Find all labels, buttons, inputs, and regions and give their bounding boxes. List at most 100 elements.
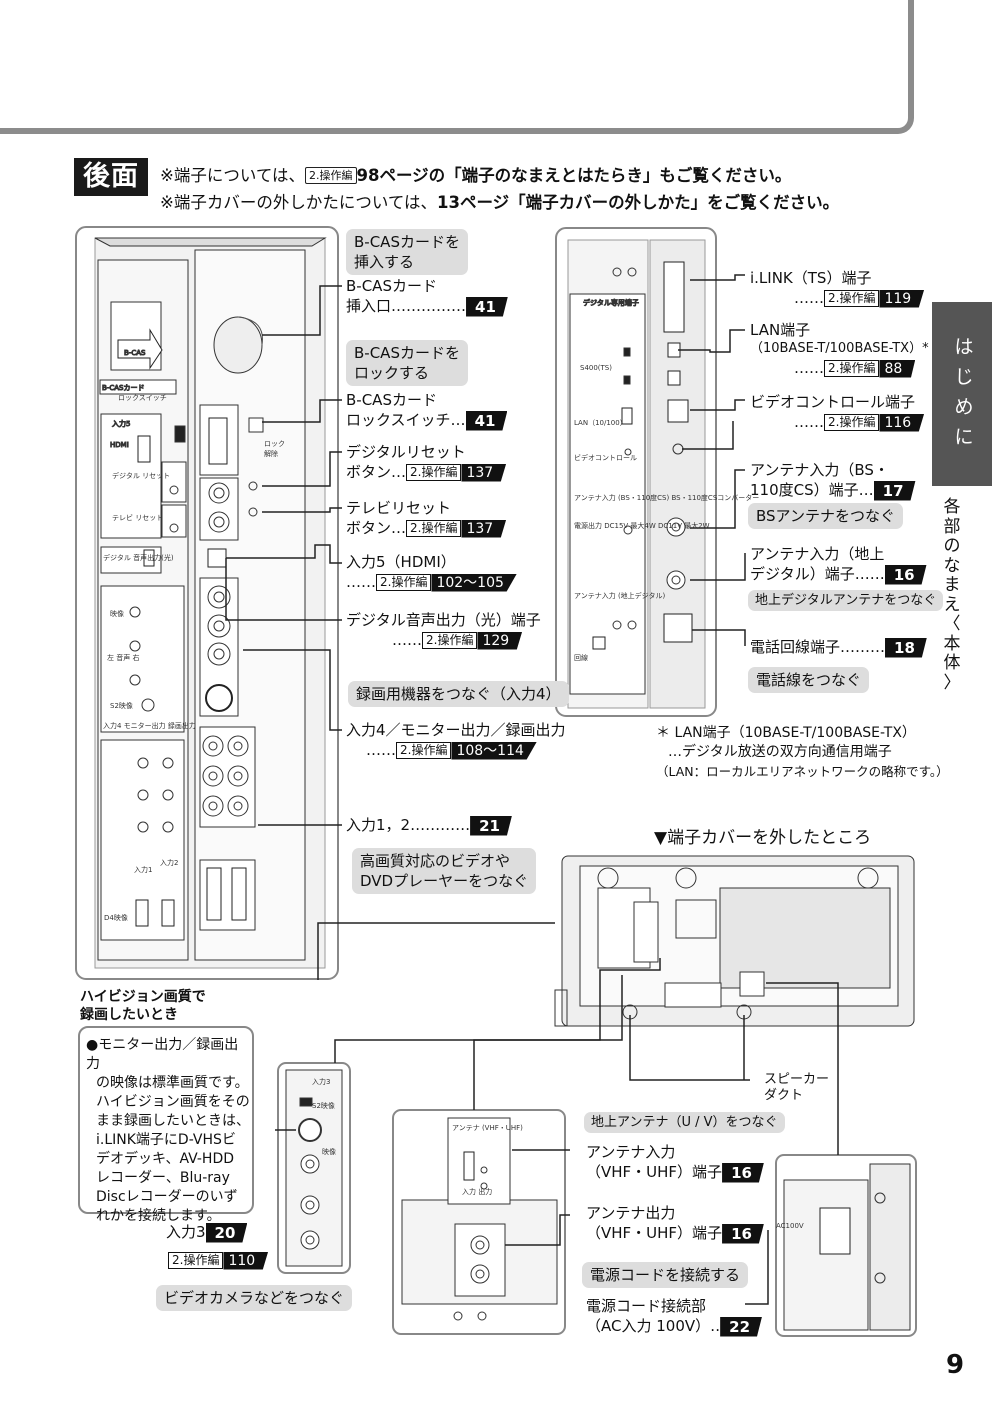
section-side-label: 各部のなまえ〈本体〉 xyxy=(943,497,961,693)
top-frame xyxy=(0,0,914,134)
input2-text: 入力2 xyxy=(160,858,178,867)
bcas-lock-tag: B-CASカードを ロックする xyxy=(346,340,468,386)
page-number-badge: 41 xyxy=(466,296,508,317)
input5-text: 入力5 xyxy=(112,419,130,428)
chapter-tab[interactable]: はじめに xyxy=(932,302,992,486)
phone-tag: 電話線をつなぐ xyxy=(748,667,870,693)
input3-device-text: 入力3 xyxy=(312,1077,330,1086)
hivision-box: ●モニター出力／録画出力 の映像は標準画質です。 ハイビジョン画質をその まま録… xyxy=(78,1026,254,1224)
page-number: 9 xyxy=(946,1350,965,1380)
d4-video-text: D4映像 xyxy=(104,913,128,922)
page-number-badge: 18 xyxy=(885,637,927,658)
ac100-text: AC100V xyxy=(776,1222,804,1230)
input3-device xyxy=(285,1069,343,1267)
s400-text: S400(TS) xyxy=(580,364,612,372)
camera-tag: ビデオカメラなどをつなぐ xyxy=(156,1285,353,1311)
section-title: 後面 xyxy=(74,158,148,196)
digital-reset-text: デジタル リセット xyxy=(112,471,170,480)
page-number-badge: 16 xyxy=(722,1162,764,1183)
antenna-terr-label: アンテナ入力（地上 デジタル）端子……16 xyxy=(750,544,927,585)
recorder-tag: 録画用機器をつなぐ（入力4） xyxy=(348,681,569,707)
bs-antenna-tag: BSアンテナをつなぐ xyxy=(748,503,903,529)
tv-reset-text: テレビ リセット xyxy=(112,513,163,522)
antenna-bs-label: アンテナ入力（BS・ 110度CS）端子…17 xyxy=(750,460,916,501)
optical-out-text: デジタル 音声出力(光) xyxy=(103,553,174,562)
tv-back xyxy=(554,855,915,1027)
chapter-tab-label: はじめに xyxy=(954,336,974,448)
vu-antenna-device xyxy=(401,1117,558,1321)
input12-label: 入力1，2…………21 xyxy=(346,815,512,836)
bcas-card-text: B-CAS xyxy=(124,349,146,357)
page-number-badge: 21 xyxy=(470,815,512,836)
uv-antenna-tag: 地上アンテナ（U / V）をつなぐ xyxy=(584,1112,785,1133)
cover-removed-caption: ▼端子カバーを外したところ xyxy=(654,828,872,848)
hdmi-text: HDMI xyxy=(110,441,129,449)
video-control-text: ビデオコントロール xyxy=(574,453,637,462)
s2-device-text: S2映像 xyxy=(312,1101,335,1110)
callout-lines xyxy=(225,274,839,1305)
bcas-slot-label: B-CASカード 挿入口……………41 xyxy=(346,276,508,317)
audio-lr-text: 左 音声 右 xyxy=(107,653,139,662)
speaker-duct-label: スピーカー ダクト xyxy=(764,1072,830,1103)
lan-note: ＊ LAN端子（10BASE-T/100BASE-TX） …デジタル放送の双方向… xyxy=(656,725,949,779)
video-text: 映像 xyxy=(110,609,124,618)
antenna-bs-text: アンテナ入力 (BS・110度CS) BS・110度CSコンバーター xyxy=(574,493,759,502)
release-text: 解除 xyxy=(264,449,278,458)
note-page: 98 xyxy=(356,166,380,185)
page-number-badge: 20 xyxy=(205,1222,248,1243)
hivision-title: ハイビジョン画質で 録画したいとき xyxy=(80,989,206,1023)
s2-video-text: S2映像 xyxy=(110,701,133,710)
hq-device-tag: 高画質対応のビデオや DVDプレーヤーをつなぐ xyxy=(352,848,537,894)
monitor-out-text: 入力4 モニター出力 録画出力 xyxy=(103,721,196,730)
page-number-badge: 16 xyxy=(722,1223,764,1244)
phone-text: 回線 xyxy=(574,653,588,662)
digital-only-text: デジタル専用端子 xyxy=(583,298,639,307)
bcas-insert-tag: B-CASカードを 挿入する xyxy=(346,229,468,275)
bcas-lock-label: B-CASカード ロックスイッチ…41 xyxy=(346,390,508,431)
page-number-badge: 41 xyxy=(465,410,508,431)
left-device: B-CAS B-CASカード 入力5 HDMI xyxy=(94,237,327,969)
video3-device-text: 映像 xyxy=(322,1147,336,1156)
power-out-text: 電源出力 DC15V 最大4W DC11V 最大2W xyxy=(574,521,710,530)
input1-text: 入力1 xyxy=(134,865,152,874)
lock-text: ロック xyxy=(264,440,285,448)
manual-ref: 2.操作編 xyxy=(305,167,357,184)
power-device xyxy=(783,1163,911,1331)
bcas-holder-text: B-CASカード xyxy=(102,384,144,392)
antenna-device: デジタル専用端子 xyxy=(567,239,706,709)
note-page: 13 xyxy=(437,193,460,212)
page-number-badge: 17 xyxy=(873,480,916,501)
page-number-badge: 16 xyxy=(884,564,927,585)
antenna-terr-text: アンテナ入力 (地上デジタル) xyxy=(574,591,666,600)
page-number-badge: 22 xyxy=(720,1316,763,1337)
antenna-vhf-text: アンテナ (VHF・UHF) xyxy=(452,1124,523,1132)
note-line-2: ※端子カバーの外しかたについては、13ページ「端子カバーの外しかた」をご覧くださ… xyxy=(160,193,840,212)
phone-label: 電話回線端子………18 xyxy=(750,637,927,658)
lock-switch-text: ロックスイッチ xyxy=(118,394,167,402)
lan-text: LAN（10/100） xyxy=(574,419,627,427)
